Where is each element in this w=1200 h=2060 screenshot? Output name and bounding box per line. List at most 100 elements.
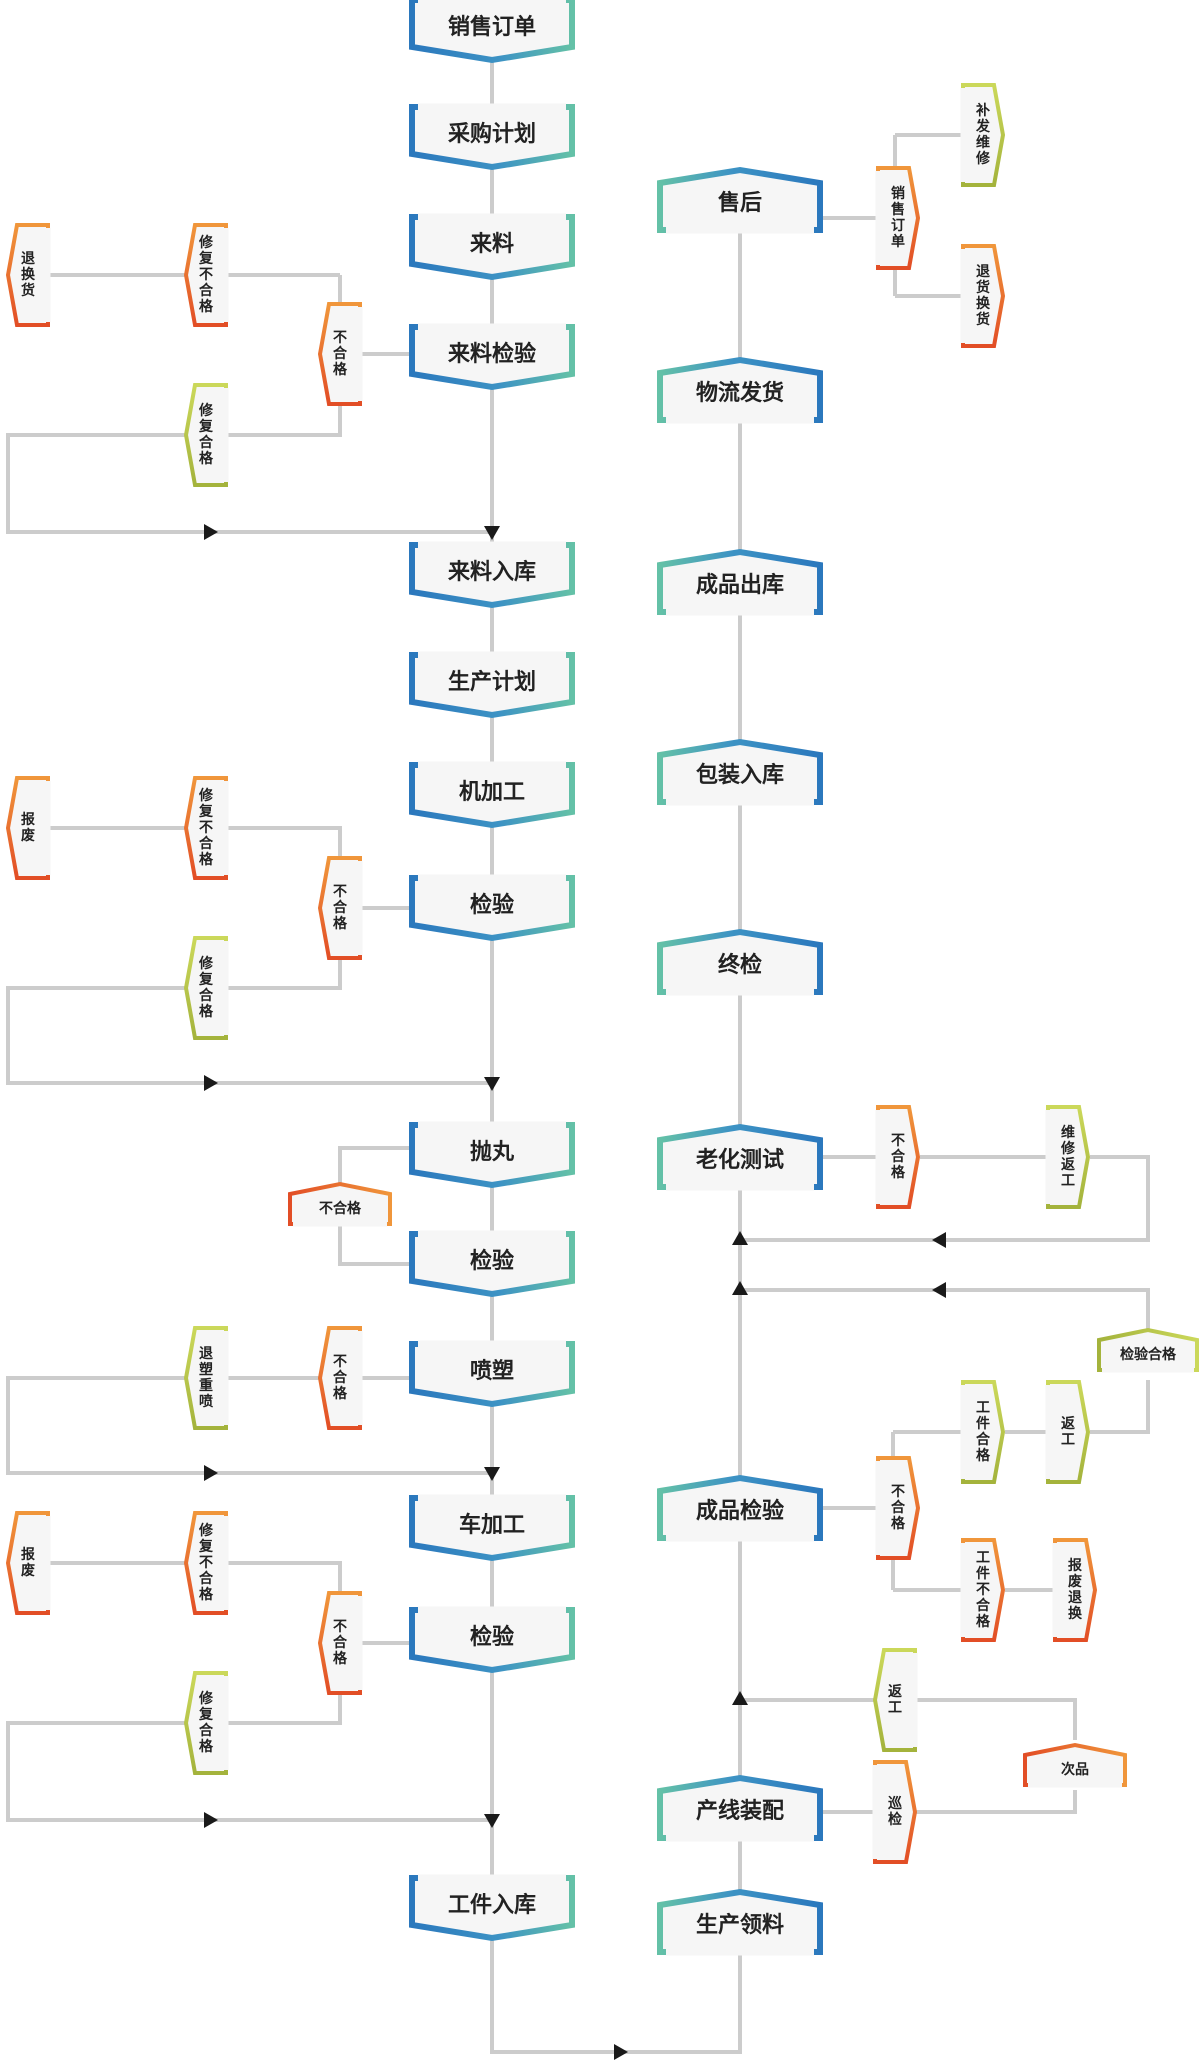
tag-rework-2-label: 返工 <box>888 1683 902 1716</box>
tag-scrap-2-label: 报废 <box>21 1547 35 1579</box>
tag-aging-fail-label: 不合格 <box>891 1133 906 1181</box>
arrow-right-icon <box>614 2044 628 2060</box>
tag-repair-pass-2-label: 修复合格 <box>198 955 214 1020</box>
node-inspection-2: 检验 <box>409 1230 575 1298</box>
node-material-picking: 生产领料 <box>657 1888 823 1956</box>
node-lathe-machining: 车加工 <box>409 1494 575 1562</box>
tag-fail-1: 不合格 <box>317 302 363 406</box>
tag-return-exchange-label: 退换货 <box>20 251 36 299</box>
node-incoming-inspection: 来料检验 <box>409 323 575 391</box>
tag-scrap-return: 报废退换 <box>1052 1538 1098 1642</box>
node-sales-order-label: 销售订单 <box>448 14 536 40</box>
tag-repair-fail-2-label: 修复不合格 <box>198 787 214 868</box>
arrow-up-icon <box>732 1691 748 1705</box>
tag-fail-3-label: 不合格 <box>333 1619 348 1667</box>
node-logistics-label: 物流发货 <box>696 380 784 406</box>
node-after-sales: 售后 <box>657 166 823 234</box>
tag-inspection-pass: 检验合格 <box>1097 1327 1199 1373</box>
tag-defective-label: 次品 <box>1061 1761 1089 1778</box>
arrow-right-icon <box>204 1812 218 1828</box>
tag-workpiece-fail: 工件不合格 <box>960 1538 1006 1642</box>
tag-workpiece-pass-label: 工件合格 <box>976 1400 991 1464</box>
tag-return-exchange: 退换货 <box>5 223 51 327</box>
node-material-warehousing: 来料入库 <box>409 541 575 609</box>
node-inspection-1: 检验 <box>409 874 575 942</box>
arrow-left-icon <box>932 1282 946 1298</box>
node-packing-warehousing: 包装入库 <box>657 738 823 806</box>
tag-return-goods-label: 退货换货 <box>975 264 991 328</box>
tag-rework-1-label: 返工 <box>1061 1415 1075 1448</box>
node-finished-inspection: 成品检验 <box>657 1474 823 1542</box>
tag-repair-pass-3: 修复合格 <box>183 1671 229 1775</box>
tag-repair-pass-3-label: 修复合格 <box>198 1690 214 1755</box>
arrow-up-icon <box>732 1231 748 1245</box>
node-machining-label: 机加工 <box>459 780 525 805</box>
tag-return-goods: 退货换货 <box>960 244 1006 348</box>
node-packing-warehousing-label: 包装入库 <box>696 762 784 788</box>
node-line-assembly-label: 产线装配 <box>696 1798 784 1824</box>
tag-repair-pass-2: 修复合格 <box>183 936 229 1040</box>
node-line-assembly: 产线装配 <box>657 1774 823 1842</box>
arrow-heads <box>204 524 946 2060</box>
node-production-plan-label: 生产计划 <box>448 670 536 695</box>
node-finished-inspection-label: 成品检验 <box>696 1498 784 1524</box>
arrow-down-icon <box>484 526 500 540</box>
tag-scrap-2: 报废 <box>5 1511 51 1615</box>
tag-scrap-1-label: 报废 <box>21 812 35 844</box>
tag-rework-1: 返工 <box>1045 1380 1091 1484</box>
node-production-plan: 生产计划 <box>409 651 575 719</box>
tag-patrol: 巡检 <box>872 1760 918 1864</box>
tag-inspection-pass-label: 检验合格 <box>1120 1346 1177 1363</box>
arrow-right-icon <box>204 524 218 540</box>
tag-defective: 次品 <box>1023 1742 1127 1788</box>
node-final-inspection-label: 终检 <box>718 952 762 978</box>
tag-fail-shot-label: 不合格 <box>319 1200 362 1217</box>
tag-workpiece-pass: 工件合格 <box>960 1380 1006 1484</box>
node-inspection-3: 检验 <box>409 1606 575 1674</box>
tag-scrap-return-label: 报废退换 <box>1068 1558 1083 1622</box>
node-incoming-material: 来料 <box>409 213 575 281</box>
arrow-left-icon <box>932 1232 946 1248</box>
node-purchase-plan: 采购计划 <box>409 103 575 171</box>
tag-repair-fail-3: 修复不合格 <box>183 1511 229 1615</box>
node-machining: 机加工 <box>409 761 575 829</box>
tag-fail-spray: 不合格 <box>317 1326 363 1430</box>
tag-respray: 退塑重喷 <box>183 1326 229 1430</box>
tag-workpiece-fail-label: 工件不合格 <box>976 1550 991 1630</box>
arrow-down-icon <box>484 1814 500 1828</box>
node-shot-blasting-label: 抛丸 <box>470 1139 515 1165</box>
node-finished-outbound-label: 成品出库 <box>696 573 784 598</box>
tag-fail-2: 不合格 <box>317 856 363 960</box>
node-shot-blasting: 抛丸 <box>409 1121 575 1189</box>
tag-patrol-label: 巡检 <box>888 1796 902 1828</box>
node-material-picking-label: 生产领料 <box>696 1912 784 1938</box>
node-incoming-material-label: 来料 <box>469 232 514 257</box>
node-logistics: 物流发货 <box>657 356 823 424</box>
tag-resend-repair-label: 补发维修 <box>975 102 991 167</box>
node-purchase-plan-label: 采购计划 <box>448 121 536 147</box>
tag-rework-2: 返工 <box>872 1648 918 1752</box>
tag-repair-fail-3-label: 修复不合格 <box>198 1522 214 1603</box>
node-spray-coating: 喷塑 <box>409 1340 575 1408</box>
tag-respray-label: 退塑重喷 <box>199 1346 213 1410</box>
tag-fail-shot: 不合格 <box>288 1181 392 1227</box>
tag-repair-pass-1-label: 修复合格 <box>198 402 214 467</box>
tag-fail-2-label: 不合格 <box>333 884 348 932</box>
tag-repair-rework: 维修返工 <box>1045 1105 1091 1209</box>
tag-repair-fail-2: 修复不合格 <box>183 776 229 880</box>
arrow-up-icon <box>732 1281 748 1295</box>
node-workpiece-warehousing-label: 工件入库 <box>448 1893 536 1918</box>
tag-fail-1-label: 不合格 <box>333 330 348 378</box>
tag-fi-fail: 不合格 <box>875 1456 921 1560</box>
node-inspection-1-label: 检验 <box>470 892 514 918</box>
arrow-down-icon <box>484 1467 500 1481</box>
node-workpiece-warehousing: 工件入库 <box>409 1874 575 1942</box>
tag-resend-repair: 补发维修 <box>960 83 1006 187</box>
node-incoming-inspection-label: 来料检验 <box>447 341 536 367</box>
arrow-down-icon <box>484 1077 500 1091</box>
node-material-warehousing-label: 来料入库 <box>447 560 536 585</box>
node-spray-coating-label: 喷塑 <box>470 1359 514 1384</box>
tag-fail-spray-label: 不合格 <box>333 1354 348 1402</box>
tag-repair-pass-1: 修复合格 <box>183 383 229 487</box>
node-sales-order: 销售订单 <box>409 0 575 64</box>
